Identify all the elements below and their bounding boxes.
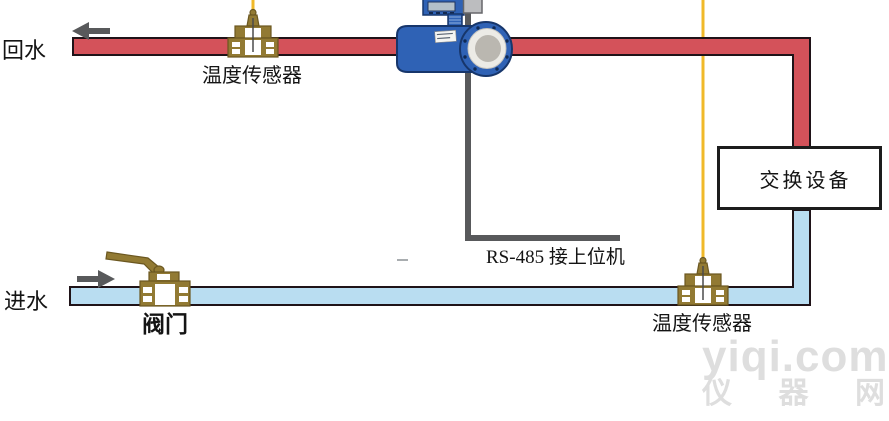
flow-meter-label-sticker [434,29,457,44]
valve-label: 阀门 [142,312,188,337]
rs485-cable [465,6,620,241]
temperature-sensor-bottom [677,256,729,306]
exchange-device-label: 交换设备 [759,169,852,192]
inlet-water-label: 进水 [4,289,49,314]
valve [105,251,191,307]
flow-meter [396,0,513,77]
exchange-device-box: 交换设备 [717,146,882,210]
flow-arrow-right-icon [77,270,115,288]
flow-meter-lcd [427,1,456,12]
return-water-label: 回水 [2,38,47,63]
flow-meter-junction-box [462,0,483,14]
temperature-sensor-bottom-label: 温度传感器 [652,313,752,335]
flow-arrow-left-icon [72,22,110,40]
temperature-sensor-top-label: 温度传感器 [202,65,302,87]
rs485-link-label: RS-485 接上位机 [486,247,625,268]
valve-handle [105,251,161,275]
temperature-sensor-top [227,8,279,58]
